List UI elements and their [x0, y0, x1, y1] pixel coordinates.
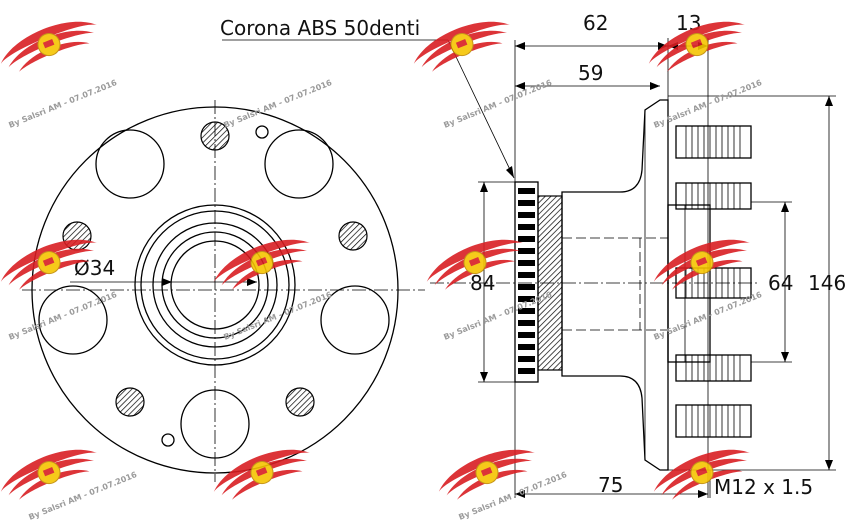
stud-hole [338, 221, 368, 251]
bore-diameter-label: Ø34 [74, 256, 115, 280]
watermark-text: By Salsri AM - 07.07.2016 [442, 78, 553, 130]
stud-hole [285, 387, 315, 417]
stud-hole [115, 387, 145, 417]
front-view: Ø34 [22, 100, 425, 482]
dim-84-label: 84 [470, 271, 495, 295]
bore-circle [170, 240, 260, 330]
bearing-section [537, 195, 563, 371]
hub-ring [152, 222, 278, 348]
watermark-logo [207, 227, 316, 296]
pilot-hole [255, 125, 269, 139]
abs-ring-callout: Corona ABS 50denti [220, 16, 420, 40]
lightening-hole [320, 285, 390, 355]
pilot-hole [161, 433, 175, 447]
watermark-text: By Salsri AM - 07.07.2016 [7, 78, 118, 130]
abs-ring-teeth [518, 188, 535, 374]
lightening-hole [264, 129, 334, 199]
thread-label: M12 x 1.5 [714, 475, 813, 499]
stud-hole [200, 121, 230, 151]
watermark-logo [207, 437, 316, 506]
wheel-studs [675, 125, 752, 438]
dim-62-label: 62 [583, 11, 608, 35]
watermark-logo [407, 9, 516, 78]
watermark-text: By Salsri AM - 07.07.2016 [222, 78, 333, 130]
lightening-hole [180, 389, 250, 459]
callout-leader [447, 39, 515, 179]
hub-body [561, 99, 669, 471]
watermark-text: By Salsri AM - 07.07.2016 [442, 290, 553, 342]
watermark-text-layer: By Salsri AM - 07.07.2016 By Salsri AM -… [7, 78, 763, 520]
hub-ring [140, 210, 290, 360]
side-view: 62 13 59 75 84 64 14 [220, 11, 846, 499]
watermark-text: By Salsri AM - 07.07.2016 [7, 290, 118, 342]
hub-ring-outer [134, 204, 296, 366]
dim-64-label: 64 [768, 271, 793, 295]
lightening-hole [95, 129, 165, 199]
lightening-hole [38, 285, 108, 355]
dim-59-label: 59 [578, 61, 603, 85]
dim-75-label: 75 [598, 473, 623, 497]
dim-146-label: 146 [808, 271, 846, 295]
watermark-logo [0, 9, 103, 78]
